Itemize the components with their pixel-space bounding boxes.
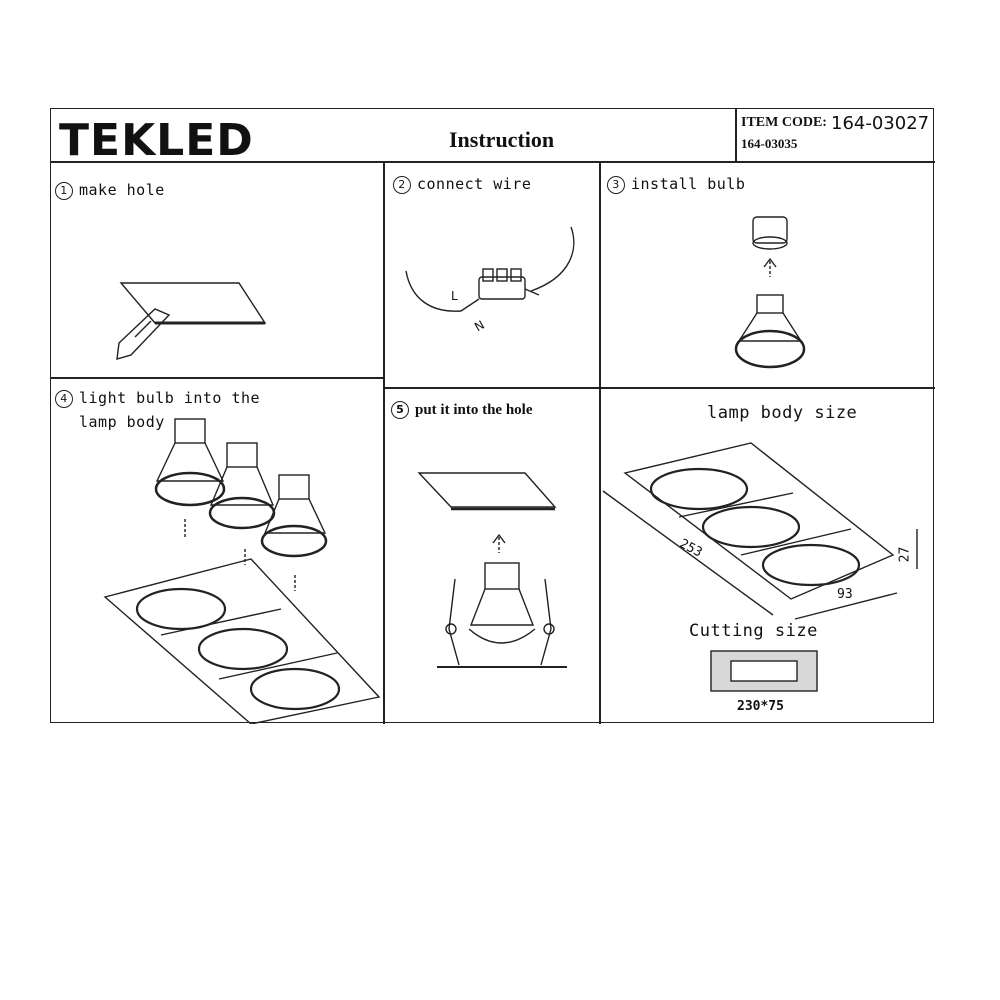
lamp-body-size-title: lamp body size bbox=[707, 403, 858, 423]
socket-and-bulb-drawing bbox=[734, 216, 806, 369]
page-title: Instruction bbox=[449, 127, 555, 152]
cutting-size-title: Cutting size bbox=[689, 621, 818, 641]
instruction-sheet: TEKLED Instruction ITEM CODE: 164-03027 … bbox=[50, 108, 935, 724]
step-1-label: 1 make hole bbox=[55, 181, 165, 200]
item-code-primary: 164-03027 bbox=[831, 113, 930, 134]
wire-connector-drawing bbox=[405, 226, 575, 312]
dim-width: 93 bbox=[837, 587, 853, 602]
step-1-text: make hole bbox=[79, 181, 165, 199]
triple-bulb-assembly-drawing bbox=[103, 418, 381, 724]
step-2-label: 2 connect wire bbox=[393, 175, 531, 194]
item-code-secondary: 164-03035 bbox=[741, 136, 798, 151]
step-1-number: 1 bbox=[55, 182, 73, 200]
illustrations bbox=[103, 216, 918, 724]
step-5-text: put it into the hole bbox=[415, 402, 533, 418]
step-2-number: 2 bbox=[393, 176, 411, 194]
item-code-label: ITEM CODE: bbox=[741, 115, 827, 130]
cutting-size-drawing bbox=[710, 650, 818, 692]
header-code-divider bbox=[735, 109, 737, 161]
wire-label-live: L bbox=[451, 289, 458, 303]
cutting-size-value: 230*75 bbox=[737, 699, 784, 714]
step-5-label: 5 put it into the hole bbox=[391, 401, 533, 419]
step-2-text: connect wire bbox=[417, 175, 532, 193]
step-5-number: 5 bbox=[391, 401, 409, 419]
row-divider-right bbox=[383, 387, 935, 389]
step-3-number: 3 bbox=[607, 176, 625, 194]
ceiling-panel-drawing bbox=[116, 282, 267, 360]
step-4-label-line2: lamp body bbox=[79, 413, 165, 431]
step-4-text-line1: light bulb into the bbox=[79, 389, 261, 407]
row-divider-left bbox=[51, 377, 383, 379]
brand-logo: TEKLED bbox=[59, 115, 254, 166]
col-divider-1 bbox=[383, 161, 385, 724]
install-in-hole-drawing bbox=[417, 472, 567, 668]
lamp-body-size-drawing bbox=[602, 442, 918, 620]
step-3-text: install bulb bbox=[631, 175, 746, 193]
col-divider-2 bbox=[599, 161, 601, 724]
step-3-label: 3 install bulb bbox=[607, 175, 745, 194]
step-4-label: 4 light bulb into the bbox=[55, 389, 260, 408]
header-divider bbox=[51, 161, 935, 163]
step-4-number: 4 bbox=[55, 390, 73, 408]
